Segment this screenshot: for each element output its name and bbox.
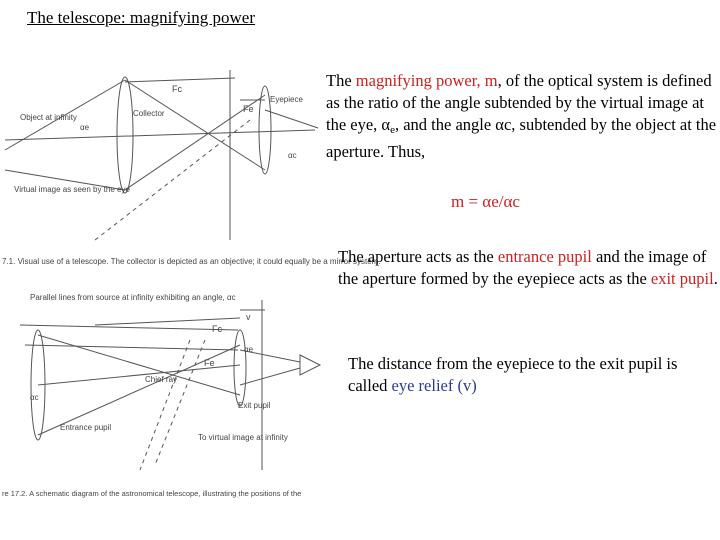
- fig2-alpha-c-label: αc: [30, 393, 39, 402]
- fig1-alpha-e-label: αe: [80, 123, 90, 132]
- fig2-eyepiece-lens: [233, 329, 247, 407]
- figure2-caption: re 17.2. A schematic diagram of the astr…: [2, 489, 301, 498]
- p3-text-1: The distance from the eyepiece to the ex…: [348, 354, 678, 395]
- p1-subscript-e: e: [390, 124, 395, 136]
- slide-title: The telescope: magnifying power: [27, 8, 256, 27]
- p1-text-2: , of the optical system is defined as th…: [326, 71, 712, 134]
- p2-text-2: and the image of the aperture formed by …: [338, 247, 707, 288]
- fig1-object-label: Object at infinity: [20, 113, 77, 122]
- fig2-virtual-image-label: To virtual image at infinity: [198, 433, 288, 442]
- collector-lens: [116, 76, 134, 194]
- pupil-description: The aperture acts as the entrance pupil …: [338, 246, 718, 290]
- figure1-labels: Fc Fe Eyepiece Object at infinity αe Col…: [14, 84, 303, 194]
- figure-visual-telescope: [4, 70, 319, 241]
- figure1-caption: 7.1. Visual use of a telescope. The coll…: [2, 257, 381, 266]
- fig2-fc-label: Fc: [212, 324, 222, 334]
- fig2-exit-pupil-label: Exit pupil: [238, 401, 271, 410]
- figure-astronomical-telescope: [19, 300, 322, 471]
- fig1-fe-label: Fe: [243, 104, 254, 114]
- p3-highlight-eye-relief: eye relief (v): [391, 376, 477, 395]
- fig1-fc-label: Fc: [172, 84, 182, 94]
- fig1-collector-label: Collector: [133, 109, 165, 118]
- figure2-labels: Parallel lines from source at infinity e…: [30, 293, 288, 442]
- objective-lens: [30, 329, 46, 441]
- fig1-virtual-image-label: Virtual image as seen by the eye: [14, 185, 130, 194]
- p2-highlight-entrance-pupil: entrance pupil: [497, 247, 592, 266]
- magnifying-power-definition: The magnifying power, m, of the optical …: [326, 70, 718, 163]
- eyepiece-lens: [258, 85, 272, 175]
- p2-text-3: .: [713, 269, 718, 288]
- fig1-alpha-c-label: αc: [288, 151, 297, 160]
- p2-text-1: The aperture acts as the: [338, 247, 498, 266]
- fig2-fe-label: Fe: [204, 358, 215, 368]
- fig1-eyepiece-label: Eyepiece: [270, 95, 303, 104]
- fig2-alpha-e-label: αe: [244, 345, 254, 354]
- magnification-equation: m = αe/αc: [451, 192, 520, 211]
- fig2-v-label: v: [246, 312, 251, 322]
- eye-relief-description: The distance from the eyepiece to the ex…: [348, 353, 708, 397]
- p1-text-1: The: [326, 71, 356, 90]
- telescope-figures: Fc Fe Eyepiece Object at infinity αe Col…: [2, 70, 381, 498]
- p1-highlight-magnifying-power: magnifying power, m: [355, 71, 498, 90]
- fig2-chief-ray-label: Chief ray: [145, 375, 177, 384]
- fig2-entrance-pupil-label: Entrance pupil: [60, 423, 111, 432]
- p1-text-3: , and the angle αc, subtended by the obj…: [326, 115, 717, 161]
- fig2-parallel-lines-label: Parallel lines from source at infinity e…: [30, 293, 236, 302]
- p2-highlight-exit-pupil: exit pupil: [650, 269, 714, 288]
